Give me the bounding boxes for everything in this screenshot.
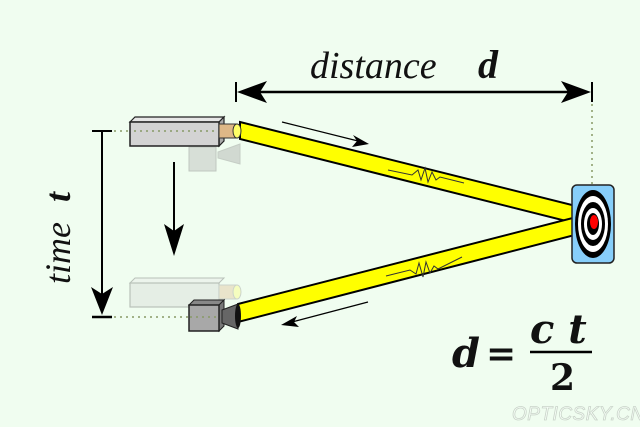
emitter-ghost-bottom bbox=[128, 277, 242, 308]
motion-arrow bbox=[164, 162, 184, 256]
camera-receiver bbox=[187, 298, 241, 333]
formula-numerator: c t bbox=[530, 306, 587, 353]
formula-denominator: 2 bbox=[550, 357, 575, 399]
distance-formula: d = c t 2 bbox=[452, 306, 592, 399]
distance-label: distance bbox=[310, 45, 437, 87]
distance-symbol: d bbox=[478, 42, 499, 87]
receiver-ghost-top bbox=[188, 143, 241, 172]
distance-dimension-arrow bbox=[235, 81, 593, 186]
time-dimension-arrow bbox=[91, 130, 218, 319]
watermark: OPTICSKY.CN bbox=[512, 404, 640, 425]
outgoing-beam bbox=[239, 120, 598, 230]
formula-lhs: d bbox=[452, 330, 480, 377]
bullseye-target bbox=[571, 184, 615, 264]
formula-equals: = bbox=[486, 333, 516, 375]
time-label: time bbox=[38, 222, 78, 284]
laser-emitter bbox=[128, 115, 242, 148]
time-label-group: time t bbox=[38, 191, 78, 284]
time-symbol: t bbox=[38, 191, 78, 202]
